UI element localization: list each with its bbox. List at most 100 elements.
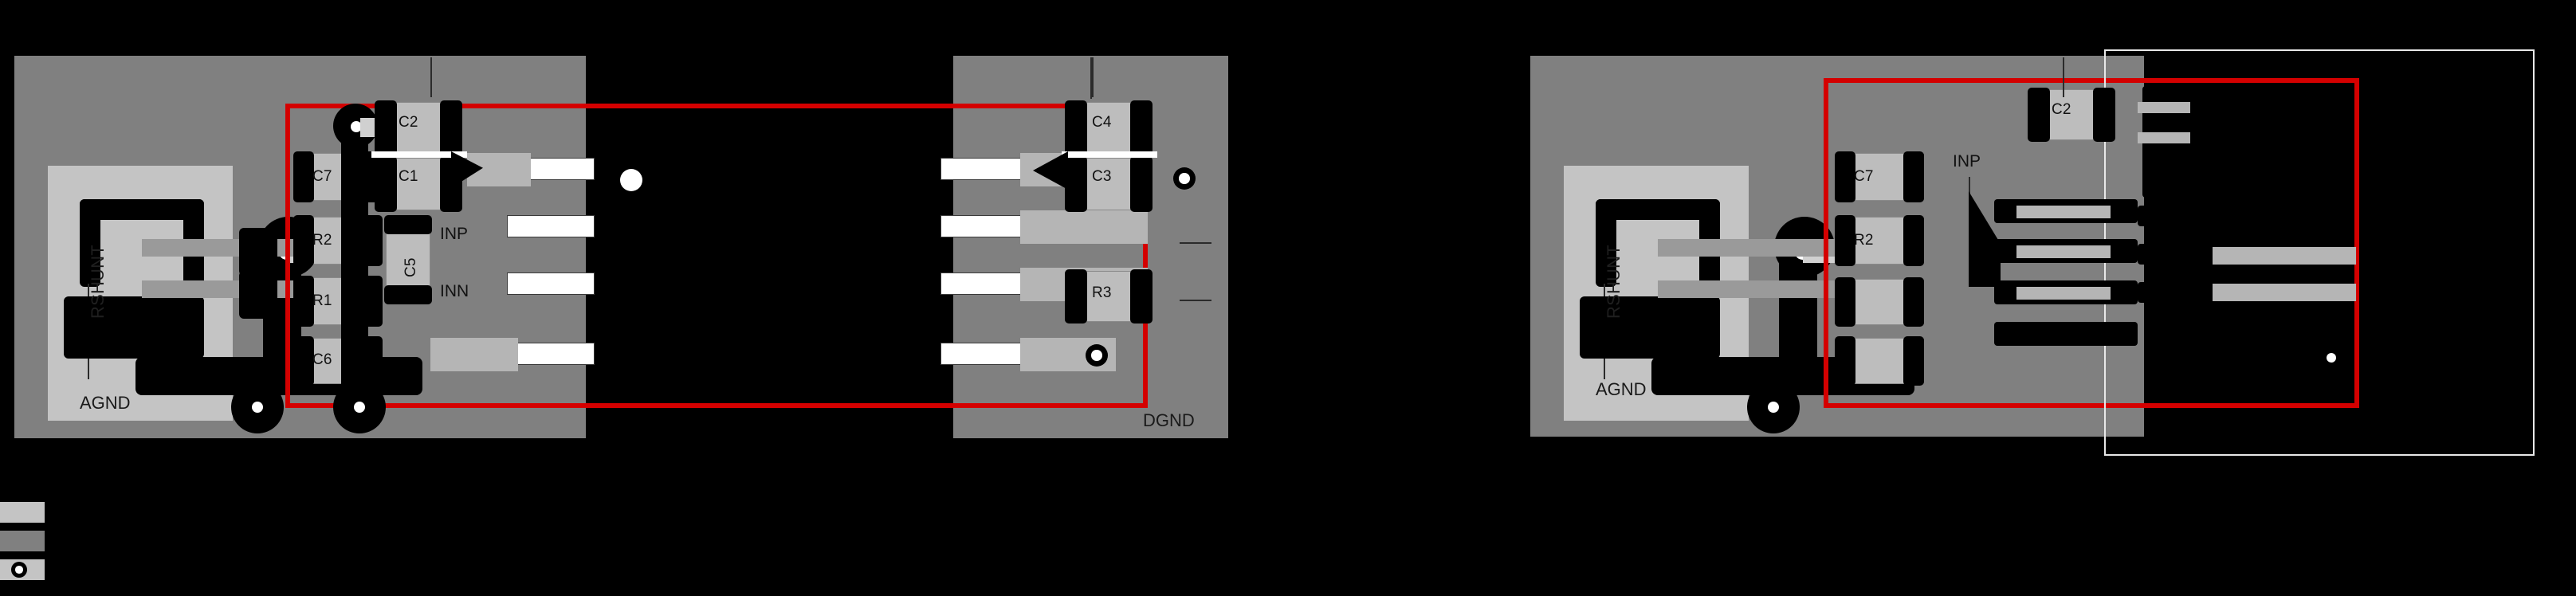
component-c5-term-top bbox=[384, 215, 432, 234]
component-c5-body[interactable] bbox=[386, 226, 430, 293]
shunt-pad-left bbox=[1596, 199, 1616, 287]
component-c7-term-left bbox=[1835, 151, 1855, 202]
copper-small-pad-2 bbox=[2391, 280, 2410, 301]
shunt-resistor-label: RSHUNT bbox=[88, 245, 108, 319]
silk-marker-top bbox=[430, 57, 432, 97]
net-label-inn: INN bbox=[440, 282, 469, 300]
component-r2-term-left bbox=[293, 215, 314, 266]
layer-legend[interactable] bbox=[0, 502, 112, 596]
silk-marker-top bbox=[2063, 57, 2064, 97]
ic-pad-dense-1 bbox=[2016, 206, 2111, 218]
component-lower-2-term-left bbox=[1835, 336, 1855, 386]
component-r2-term-left bbox=[1835, 215, 1855, 266]
component-lower-1-body[interactable] bbox=[1848, 279, 1911, 325]
selection-highlight-right[interactable] bbox=[1824, 78, 2359, 408]
component-c2-term-right bbox=[2093, 88, 2115, 142]
via-right-top[interactable] bbox=[1173, 167, 1196, 190]
shunt-pad-bottom bbox=[64, 296, 204, 359]
left-pcb-layout[interactable]: RSHUNT AGND DGND C7 R2 bbox=[0, 0, 1243, 478]
component-c3-term-left bbox=[1065, 156, 1087, 212]
ic-pad-dense-3 bbox=[2016, 287, 2111, 300]
legend-item-via[interactable] bbox=[0, 559, 45, 580]
copper-region-dense-5 bbox=[1994, 322, 2138, 346]
ic-pad-fill-left-4 bbox=[430, 338, 518, 371]
via-right-bottom[interactable] bbox=[2321, 347, 2342, 368]
component-c4: C4 bbox=[1092, 114, 1112, 131]
copper-block-right-1 bbox=[2138, 206, 2209, 226]
copper-pillar-pad-2 bbox=[2138, 132, 2190, 143]
copper-strap-left-column bbox=[341, 112, 368, 390]
via-center-large[interactable] bbox=[620, 169, 642, 191]
ic-pad-right-2 bbox=[940, 215, 1028, 237]
component-c1-term-left bbox=[375, 156, 397, 212]
plane-label-agnd: AGND bbox=[1596, 379, 1647, 399]
via-right-bottom[interactable] bbox=[1086, 344, 1108, 367]
component-r3-term-right bbox=[1130, 269, 1153, 323]
copper-pillar-pad-1 bbox=[2138, 102, 2190, 113]
silk-separator-c1-c2 bbox=[371, 151, 467, 158]
selection-highlight-left[interactable] bbox=[285, 104, 1148, 408]
shunt-pad-bottom bbox=[1580, 296, 1720, 359]
component-c7-term-left bbox=[293, 151, 314, 202]
component-c2-body[interactable] bbox=[2040, 89, 2101, 140]
component-c6-term-left bbox=[293, 336, 314, 386]
component-r3: R3 bbox=[1092, 284, 1112, 301]
component-c3-body[interactable] bbox=[1078, 158, 1138, 210]
signal-trace-inn bbox=[1658, 280, 1841, 298]
ic-pad-fill-right-2 bbox=[1020, 210, 1148, 244]
via-agnd-bottom-1[interactable] bbox=[1761, 395, 1785, 419]
right-pcb-layout[interactable]: RSHUNT AGND C7 R2 INP bbox=[1490, 0, 2576, 478]
component-c2: C2 bbox=[399, 114, 418, 131]
signal-trace-inp bbox=[142, 239, 325, 257]
plane-label-agnd: AGND bbox=[80, 393, 131, 413]
component-c5-term-bottom bbox=[384, 285, 432, 304]
trace-right-fan-2 bbox=[2213, 284, 2356, 301]
component-lower-1-term-right bbox=[1903, 277, 1924, 327]
copper-fill-analog-1 bbox=[239, 228, 277, 276]
legend-item-top-copper[interactable] bbox=[0, 502, 45, 523]
ic-pad-right-3 bbox=[940, 273, 1028, 295]
net-label-inp-leader bbox=[1969, 177, 1970, 206]
component-c1: C1 bbox=[399, 168, 418, 185]
component-lower-2-body[interactable] bbox=[1848, 338, 1911, 384]
component-c2-body[interactable] bbox=[387, 102, 448, 155]
component-c3-term-right bbox=[1130, 156, 1153, 212]
component-c4-term-left bbox=[1065, 100, 1087, 156]
ic-pad-right-1 bbox=[940, 158, 1028, 180]
component-c1-body[interactable] bbox=[387, 158, 448, 210]
component-c6: C6 bbox=[312, 351, 332, 368]
silk-separator-c3-c4 bbox=[1062, 151, 1157, 158]
component-c2-term-left bbox=[375, 100, 397, 156]
copper-block-right-3 bbox=[2138, 282, 2209, 303]
component-c7: C7 bbox=[1854, 168, 1874, 185]
component-c7-term-right bbox=[1903, 151, 1924, 202]
component-r1: R1 bbox=[312, 292, 332, 309]
component-lower-1-term-left bbox=[1835, 277, 1855, 327]
component-c4-term-right bbox=[1130, 100, 1153, 156]
via-agnd-bottom-1[interactable] bbox=[245, 395, 269, 419]
copper-block-right-2 bbox=[2138, 244, 2209, 265]
component-c7: C7 bbox=[312, 168, 332, 185]
component-r2-term-right bbox=[1903, 215, 1924, 266]
via-icon bbox=[11, 562, 27, 578]
component-c5: C5 bbox=[402, 257, 419, 277]
component-r2: R2 bbox=[312, 232, 332, 249]
silk-marker-right-top bbox=[1092, 57, 1094, 97]
shunt-resistor-label: RSHUNT bbox=[1604, 245, 1624, 319]
component-r2: R2 bbox=[1854, 232, 1874, 249]
component-c3: C3 bbox=[1092, 168, 1112, 185]
ic-pad-left-3 bbox=[507, 273, 595, 295]
via-agnd-bottom-2[interactable] bbox=[348, 395, 371, 419]
component-c2: C2 bbox=[2052, 101, 2071, 118]
silk-marker-mid bbox=[1090, 57, 1092, 99]
component-c2-term-right bbox=[440, 100, 462, 156]
copper-small-pad-1 bbox=[2364, 280, 2383, 301]
legend-item-bottom-copper[interactable] bbox=[0, 531, 45, 551]
route-hairline-right-1 bbox=[1180, 242, 1211, 244]
component-r1-term-left bbox=[293, 276, 314, 327]
ic-pad-dense-2 bbox=[2016, 245, 2111, 258]
component-c2-term-left bbox=[2028, 88, 2050, 142]
net-label-inp: INP bbox=[440, 225, 469, 243]
component-r3-term-left bbox=[1065, 269, 1087, 323]
